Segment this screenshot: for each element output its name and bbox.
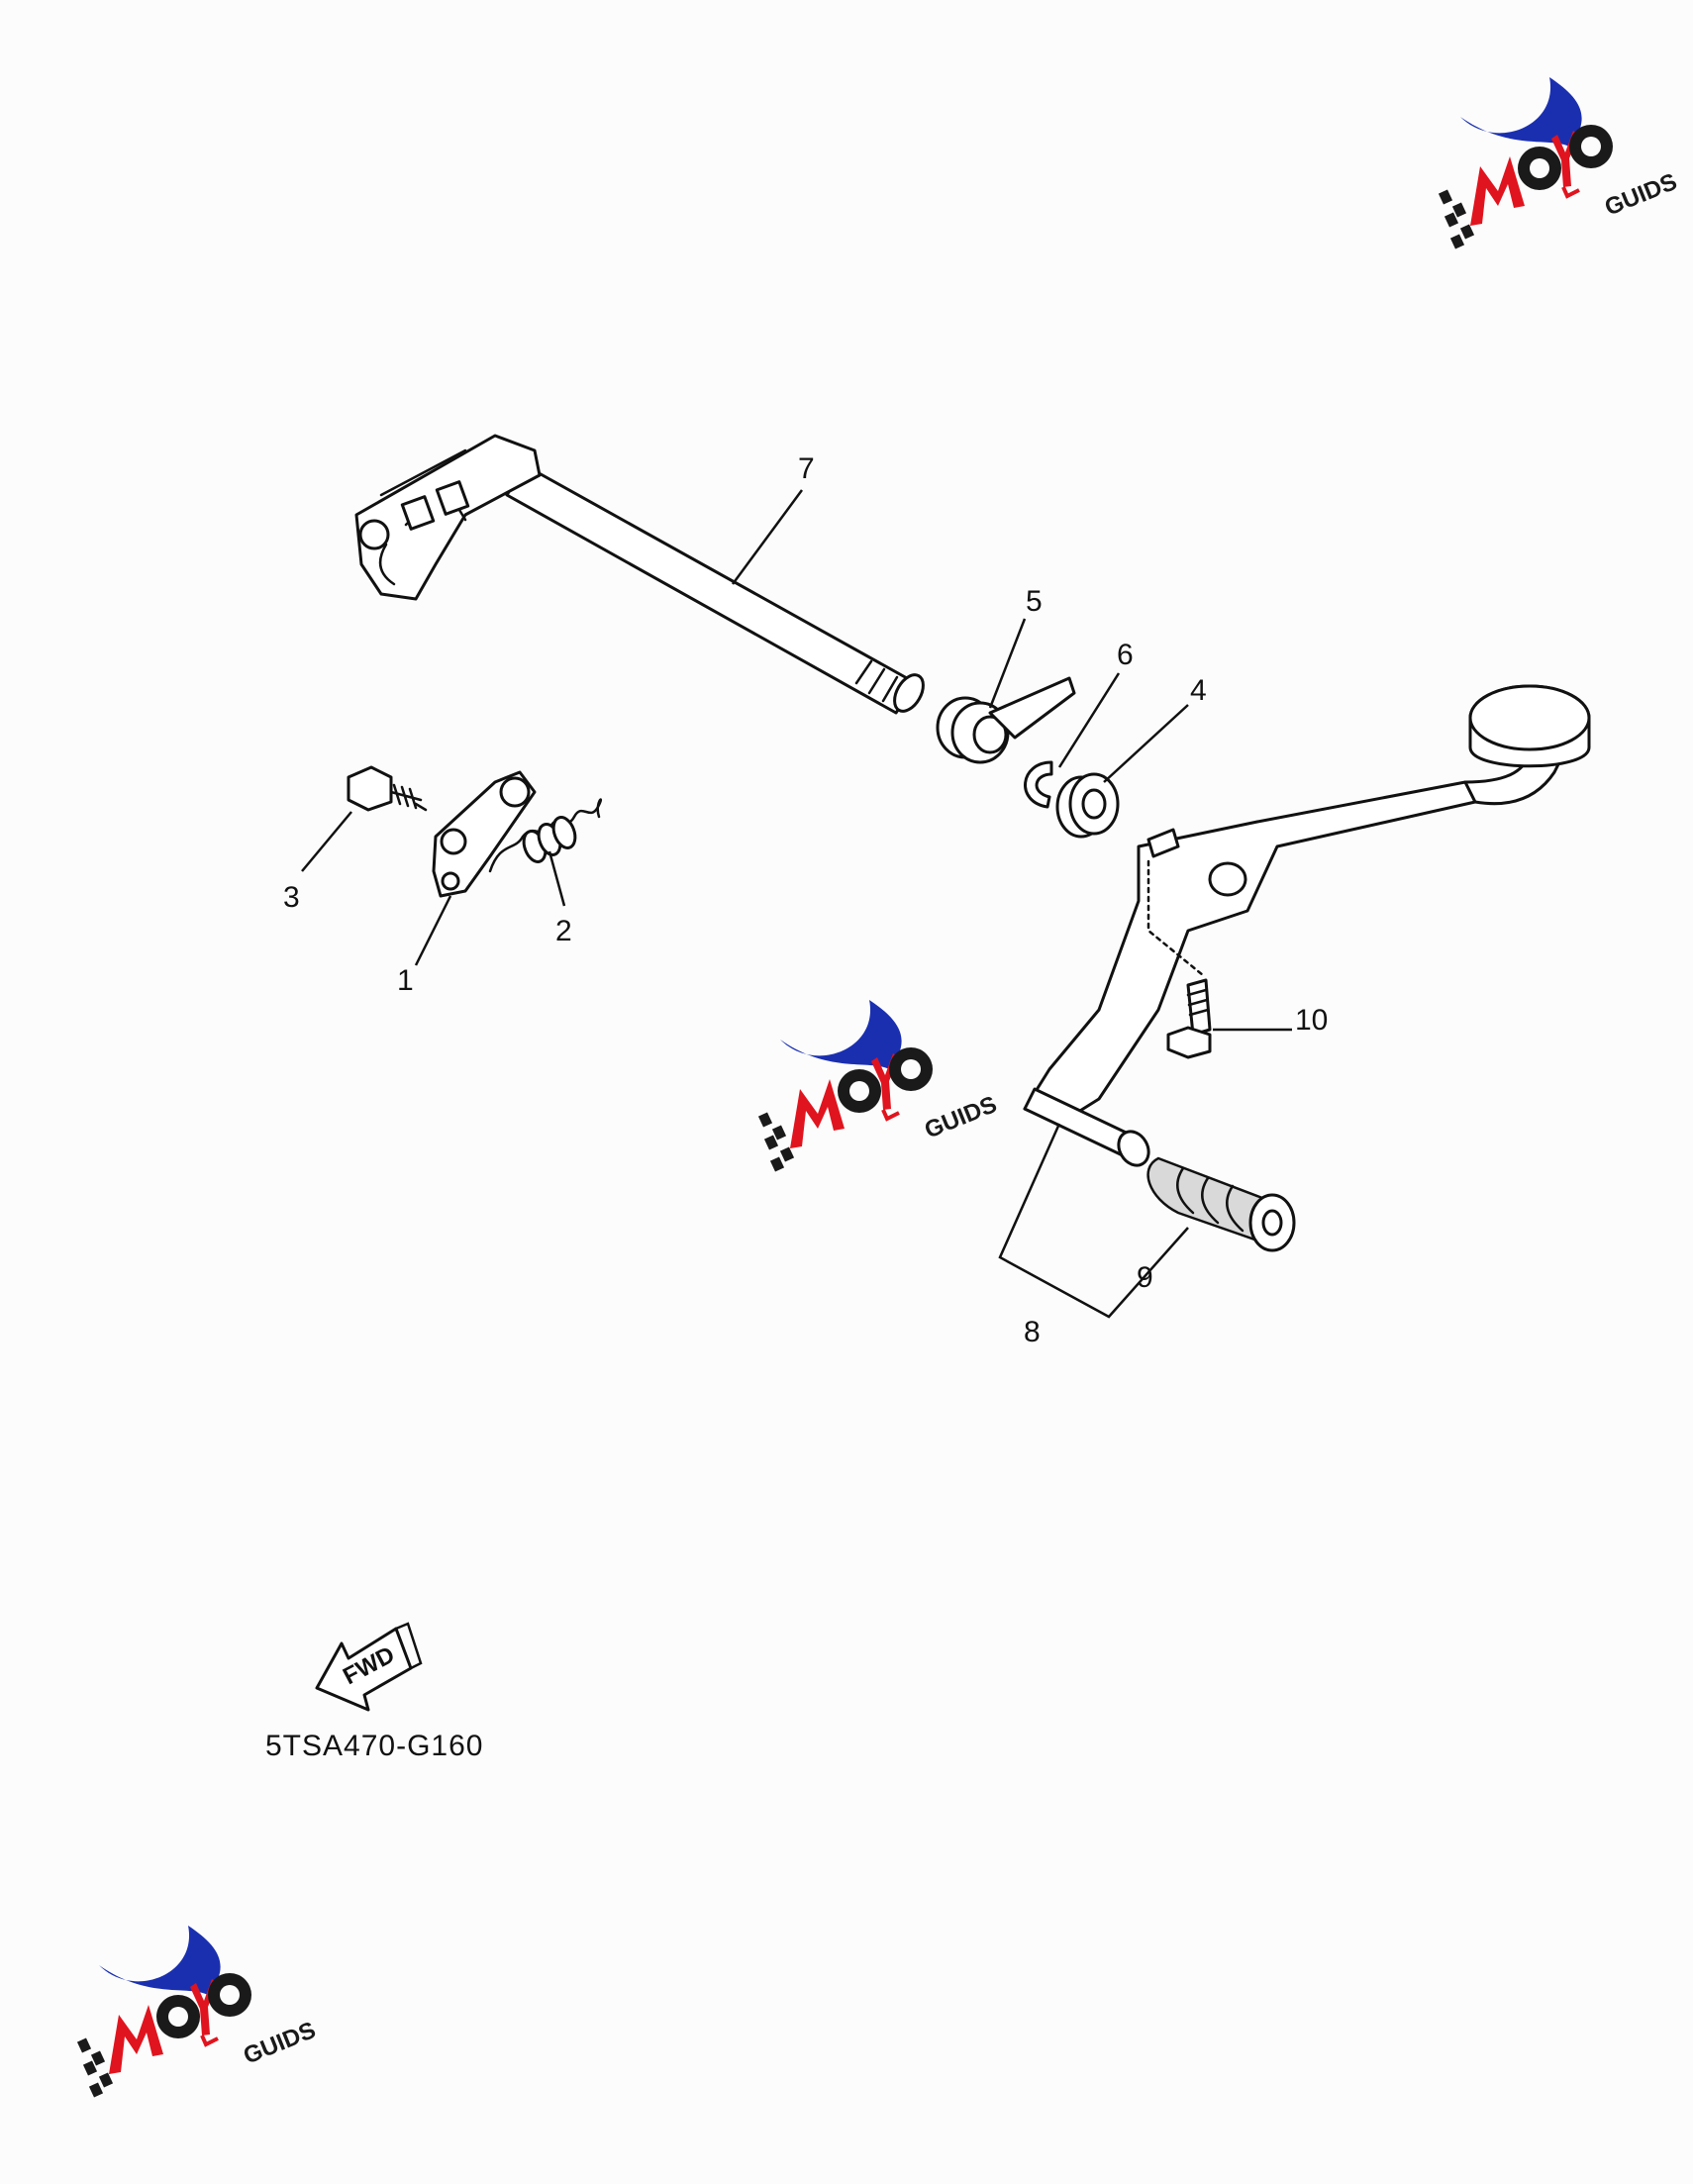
- callout-1: 1: [397, 964, 414, 997]
- leader-lines: [301, 489, 1292, 1319]
- part-6-circlip: [1024, 760, 1053, 809]
- part-1-stopper-lever: [414, 770, 537, 898]
- callout-8: 8: [1024, 1316, 1041, 1348]
- callout-6: 6: [1117, 639, 1134, 671]
- logo-suffix: GUIDS: [921, 1091, 1001, 1144]
- callout-10: 10: [1295, 1004, 1328, 1037]
- callout-9: 9: [1137, 1261, 1153, 1294]
- part-7-shift-shaft: [354, 434, 925, 715]
- part-4-washer: [1055, 772, 1120, 839]
- callout-4: 4: [1190, 674, 1207, 707]
- part-10-bolt: [1146, 859, 1212, 1059]
- part-8-shift-pedal: [1023, 684, 1591, 1167]
- fwd-arrow: FWD: [315, 1622, 423, 1712]
- callouts: 1 2 3 4 5 6 7 8 9 10: [283, 452, 1328, 1348]
- part-3-bolt: [347, 765, 423, 812]
- moto-guids-logo-top-right: GUIDS: [1436, 75, 1681, 251]
- figure-code: 5TSA470-G160: [265, 1730, 483, 1762]
- part-5-torsion-spring: [936, 676, 1076, 764]
- logo-suffix: GUIDS: [240, 2017, 320, 2070]
- callout-2: 2: [555, 915, 572, 947]
- part-2-spring: [488, 798, 603, 873]
- callout-5: 5: [1026, 585, 1043, 618]
- callout-3: 3: [283, 881, 300, 914]
- part-9-pedal-rubber: [1146, 1156, 1296, 1252]
- callout-7: 7: [798, 452, 815, 485]
- moto-guids-logo-center: GUIDS: [755, 998, 1001, 1174]
- moto-guids-logo-bottom-left: GUIDS: [74, 1924, 320, 2100]
- logo-suffix: GUIDS: [1601, 168, 1681, 222]
